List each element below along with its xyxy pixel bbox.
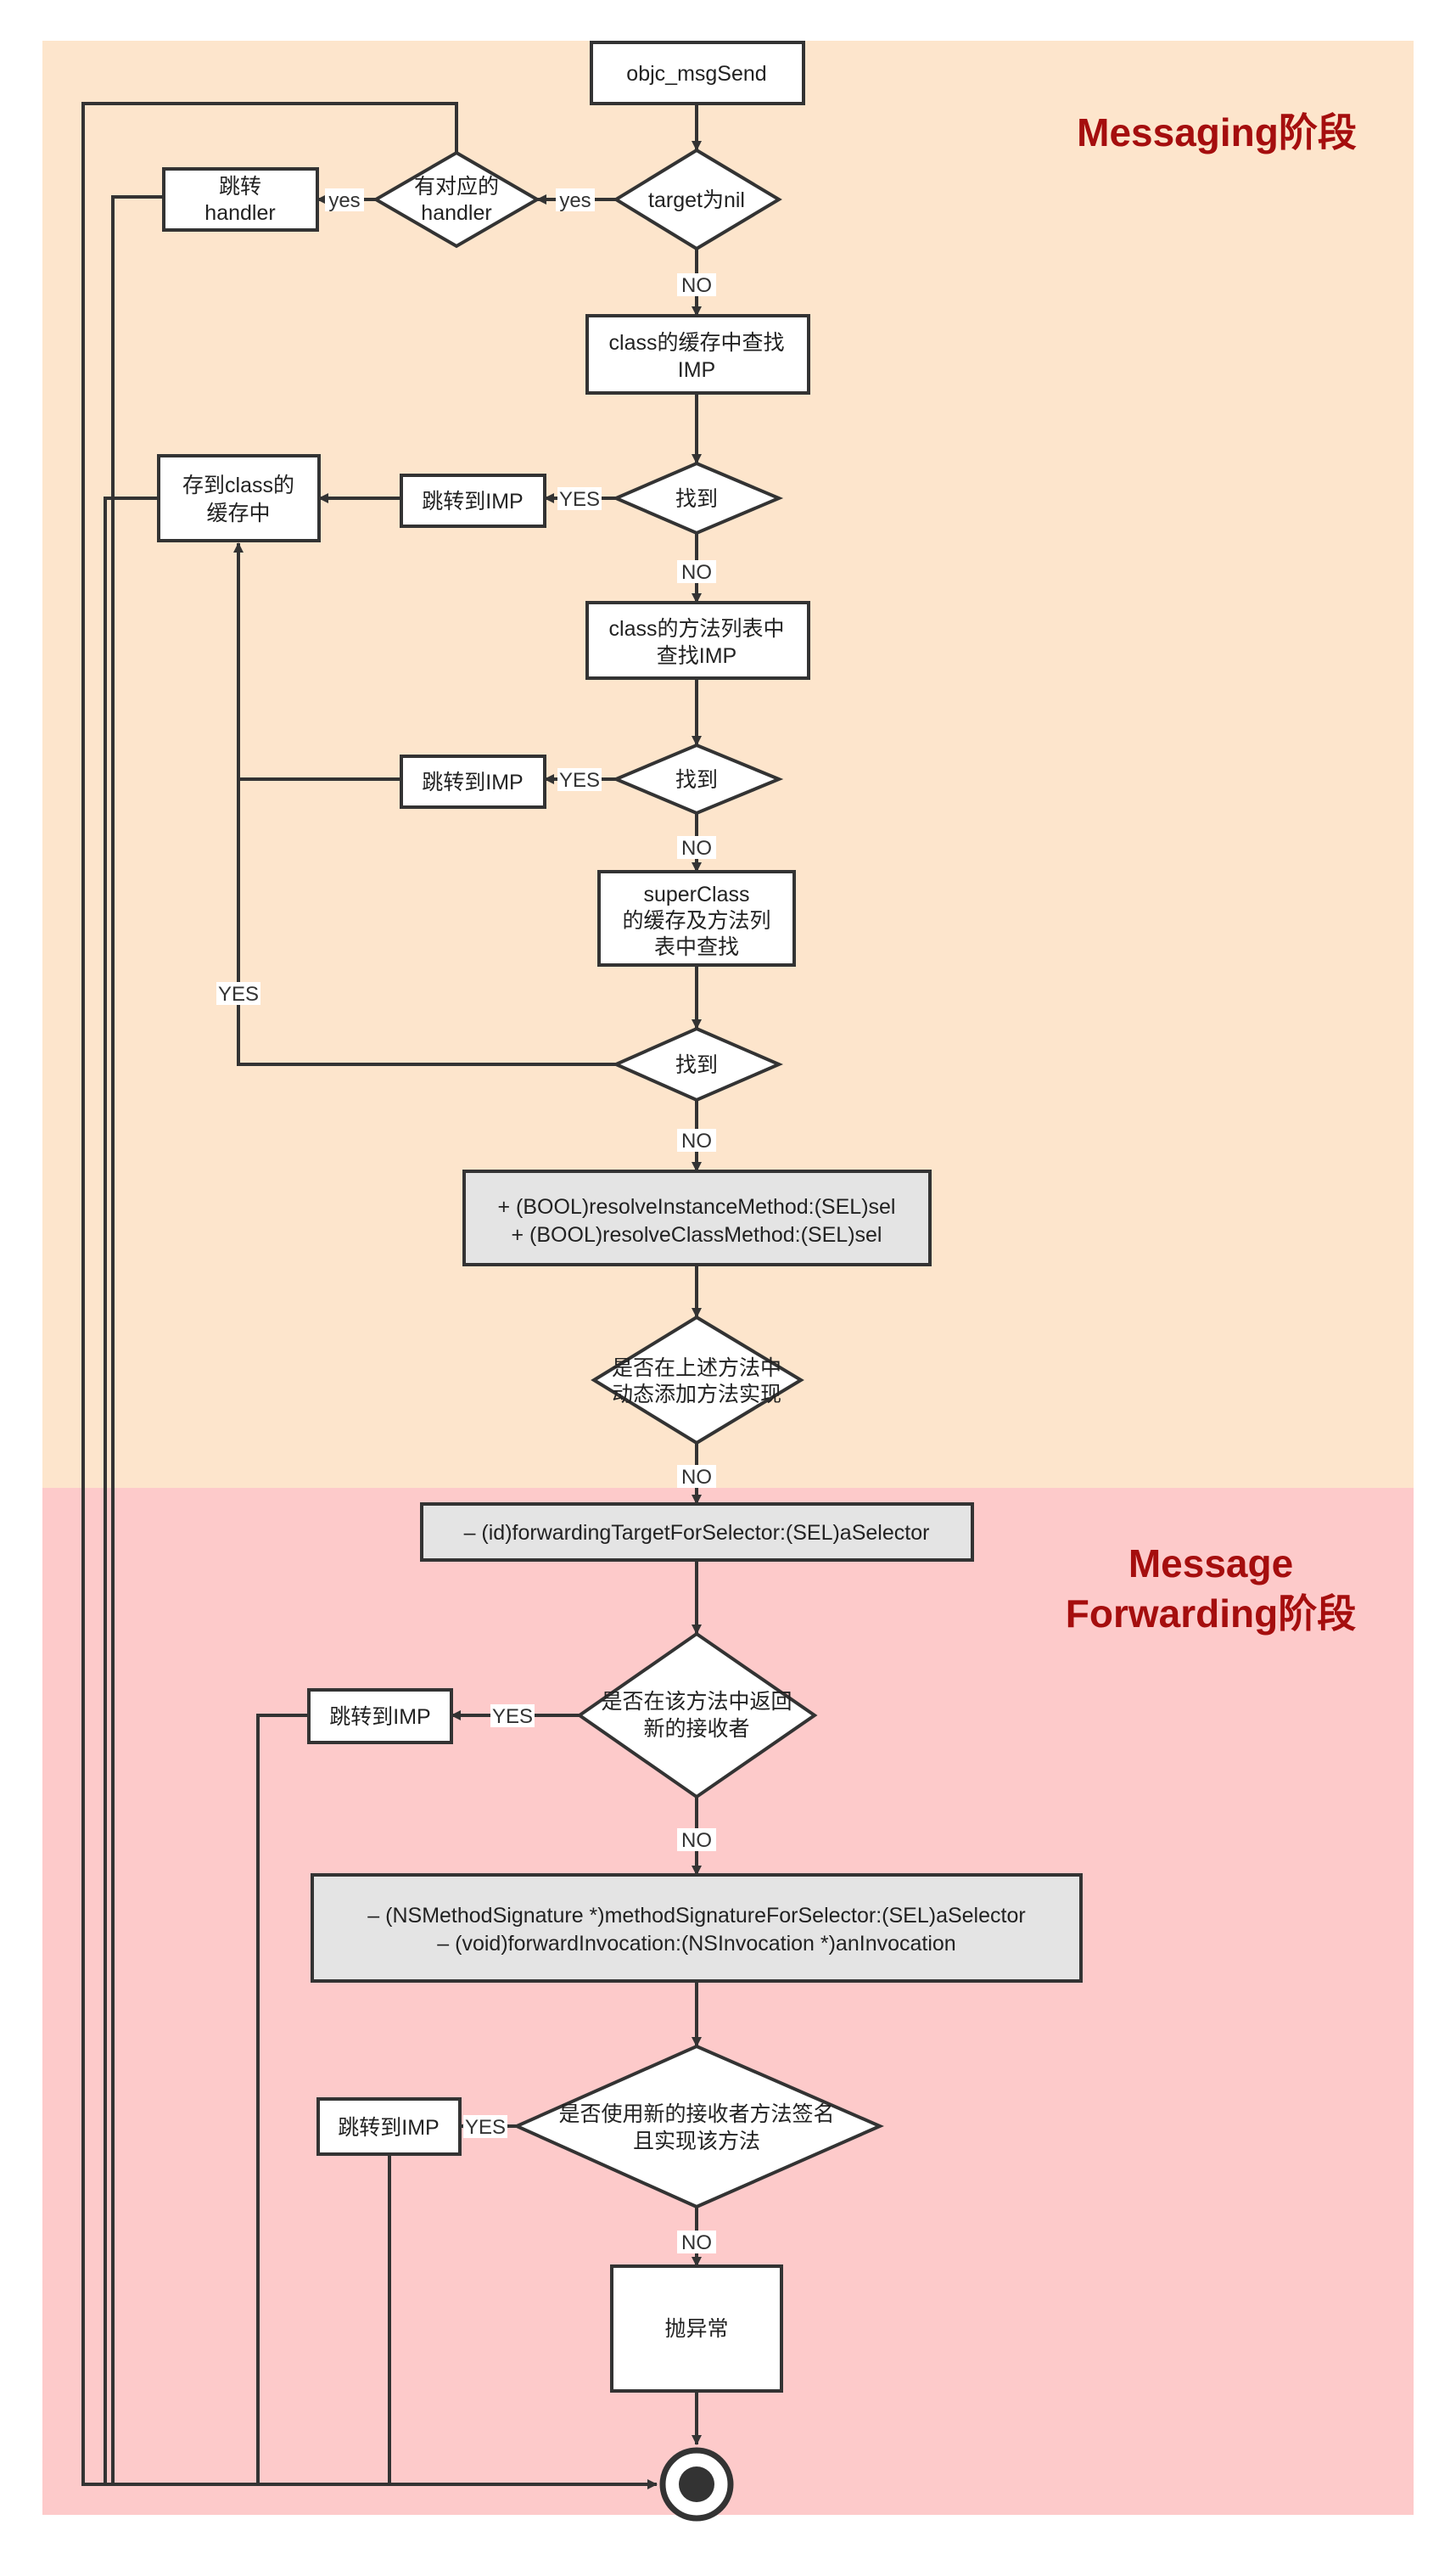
svg-text:的缓存及方法列: 的缓存及方法列 xyxy=(622,909,770,933)
label-found-3-yes: YES xyxy=(218,983,259,1006)
node-jump-imp-1: 跳转到IMP xyxy=(400,474,546,528)
svg-text:存到class的: 存到class的 xyxy=(182,474,294,497)
svg-text:表中查找: 表中查找 xyxy=(654,935,739,959)
decision-new-receiver: 是否在该方法中返回 新的接收者 xyxy=(576,1631,818,1799)
node-objc-msgsend: objc_msgSend xyxy=(590,41,805,105)
decision-found-3: 找到 xyxy=(612,1026,784,1103)
label-new-receiver-yes: YES xyxy=(492,1705,533,1728)
svg-text:+ (BOOL)resolveInstanceMethod:: + (BOOL)resolveInstanceMethod:(SEL)sel xyxy=(498,1195,896,1219)
svg-text:superClass: superClass xyxy=(643,883,749,906)
label-target-nil-no: NO xyxy=(681,274,712,297)
node-jump-imp-2: 跳转到IMP xyxy=(400,755,546,809)
edge-save-cache-to-end xyxy=(104,497,159,2484)
svg-text:找到: 找到 xyxy=(675,1053,718,1077)
svg-text:是否在上述方法中: 是否在上述方法中 xyxy=(612,1356,781,1380)
label-dynamic-no: NO xyxy=(681,1466,712,1489)
label-found-2-yes: YES xyxy=(559,769,600,792)
decision-use-new-signature: 是否使用新的接收者方法签名 且实现该方法 xyxy=(512,2044,884,2209)
svg-text:handler: handler xyxy=(204,201,275,225)
node-throw-exception: 抛异常 xyxy=(610,2264,783,2393)
svg-text:+ (BOOL)resolveClassMethod:(SE: + (BOOL)resolveClassMethod:(SEL)sel xyxy=(512,1223,882,1247)
svg-text:是否在该方法中返回: 是否在该方法中返回 xyxy=(601,1690,792,1714)
svg-text:– (id)forwardingTargetForSelec: – (id)forwardingTargetForSelector:(SEL)a… xyxy=(464,1521,930,1545)
label-found-1-yes: YES xyxy=(559,488,600,511)
label-found-3-no: NO xyxy=(681,1130,712,1153)
decision-has-handler: 有对应的 handler xyxy=(372,150,540,249)
svg-text:缓存中: 缓存中 xyxy=(206,502,270,525)
decision-found-1: 找到 xyxy=(611,461,784,536)
svg-text:抛异常: 抛异常 xyxy=(664,2317,728,2341)
svg-text:跳转到IMP: 跳转到IMP xyxy=(338,2116,439,2140)
svg-text:跳转到IMP: 跳转到IMP xyxy=(329,1705,430,1729)
label-target-nil-yes: yes xyxy=(559,189,591,212)
svg-text:target为nil: target为nil xyxy=(648,188,745,212)
node-save-to-cache: 存到class的 缓存中 xyxy=(157,454,321,542)
svg-text:– (NSMethodSignature *)methodS: – (NSMethodSignature *)methodSignatureFo… xyxy=(367,1904,1025,1928)
svg-text:有对应的: 有对应的 xyxy=(414,175,499,199)
svg-text:动态添加方法实现: 动态添加方法实现 xyxy=(612,1383,781,1406)
label-use-new-yes: YES xyxy=(465,2116,506,2139)
svg-text:跳转: 跳转 xyxy=(219,175,261,199)
node-cache-lookup: class的缓存中查找 IMP xyxy=(585,314,810,395)
svg-text:class的方法列表中: class的方法列表中 xyxy=(609,617,785,641)
svg-text:查找IMP: 查找IMP xyxy=(657,644,736,668)
edge-jump-imp-3-to-end xyxy=(256,1714,309,2484)
edge-handler-no-to-end xyxy=(81,102,658,2489)
messaging-stage-title: Messaging阶段 xyxy=(1077,110,1357,154)
edge-found-3-yes-to-save-cache xyxy=(233,542,616,1066)
svg-text:IMP: IMP xyxy=(678,358,715,382)
node-forwarding-target: – (id)forwardingTargetForSelector:(SEL)a… xyxy=(420,1502,974,1562)
svg-text:跳转到IMP: 跳转到IMP xyxy=(422,490,523,513)
label-use-new-no: NO xyxy=(681,2231,712,2254)
svg-text:handler: handler xyxy=(421,201,491,225)
decision-target-nil: target为nil xyxy=(613,148,782,251)
node-jump-imp-4: 跳转到IMP xyxy=(316,2097,462,2156)
node-signature-invocation: – (NSMethodSignature *)methodSignatureFo… xyxy=(311,1873,1083,1983)
forwarding-stage-title-line2: Forwarding阶段 xyxy=(1066,1591,1356,1636)
end-node xyxy=(659,2447,734,2522)
label-found-1-no: NO xyxy=(681,561,712,584)
node-jump-imp-3: 跳转到IMP xyxy=(307,1688,453,1744)
svg-text:class的缓存中查找: class的缓存中查找 xyxy=(609,331,785,355)
svg-text:是否使用新的接收者方法签名: 是否使用新的接收者方法签名 xyxy=(558,2102,834,2126)
decision-dynamic-added: 是否在上述方法中 动态添加方法实现 xyxy=(591,1315,804,1445)
svg-text:– (void)forwardInvocation:(NSI: – (void)forwardInvocation:(NSInvocation … xyxy=(437,1932,955,1956)
forwarding-stage-title-line1: Message xyxy=(1128,1541,1293,1585)
label-handler-yes: yes xyxy=(328,189,360,212)
node-resolve-methods: + (BOOL)resolveInstanceMethod:(SEL)sel +… xyxy=(462,1170,932,1266)
svg-text:objc_msgSend: objc_msgSend xyxy=(626,62,766,86)
svg-text:跳转到IMP: 跳转到IMP xyxy=(422,771,523,794)
label-found-2-no: NO xyxy=(681,837,712,860)
svg-text:找到: 找到 xyxy=(675,487,718,511)
node-method-list-lookup: class的方法列表中 查找IMP xyxy=(585,601,810,680)
svg-text:且实现该方法: 且实现该方法 xyxy=(633,2130,760,2153)
svg-text:找到: 找到 xyxy=(675,768,718,792)
label-new-receiver-no: NO xyxy=(681,1829,712,1852)
node-superclass-lookup: superClass 的缓存及方法列 表中查找 xyxy=(597,870,796,967)
decision-found-2: 找到 xyxy=(611,743,784,816)
edge-jump-handler-to-end xyxy=(111,195,164,2484)
svg-text:新的接收者: 新的接收者 xyxy=(643,1717,749,1741)
node-jump-handler: 跳转 handler xyxy=(162,167,319,232)
